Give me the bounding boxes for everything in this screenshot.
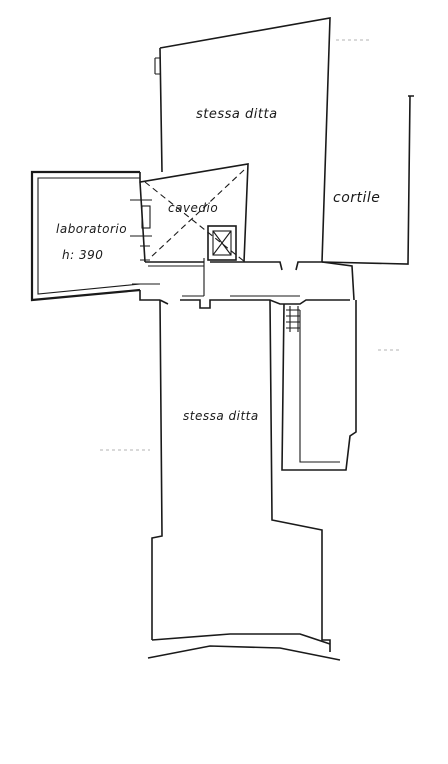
elevator-inner (212, 230, 232, 256)
wall-lower-right (269, 299, 331, 652)
room-label-stessa-ditta-bottom: stessa ditta (183, 409, 259, 423)
wall-lower-annex (281, 300, 357, 471)
wall-lower-left (151, 299, 169, 640)
wall-upper-notch (154, 57, 160, 75)
wall-upper-block (159, 17, 331, 263)
room-label-stessa-ditta-top: stessa ditta (196, 107, 278, 122)
elevator-x (212, 230, 232, 256)
room-label-cortile: cortile (333, 190, 381, 206)
wall-laboratorio-outer (30, 170, 141, 302)
room-label-cavedio: cavedio (168, 201, 219, 215)
wall-lower-annex-inner (299, 310, 340, 463)
wall-corridor-top-inner (148, 258, 205, 296)
fixture-window (141, 205, 151, 229)
wall-cortile (321, 95, 414, 265)
wall-corridor-bottom (139, 290, 350, 309)
fixture-ticks (130, 199, 152, 261)
room-height-label: h: 390 (62, 248, 104, 262)
wall-corridor-right (321, 261, 355, 301)
wall-bottom-edge (147, 633, 341, 661)
cavedio-cross-2 (149, 169, 245, 259)
stairs (286, 306, 300, 332)
cavedio-cross-1 (144, 181, 246, 263)
wall-laboratorio-inner (37, 177, 141, 295)
wall-corridor-mid (132, 283, 300, 297)
room-label-laboratorio: laboratorio (56, 222, 128, 236)
wall-corridor-top (145, 261, 322, 271)
elevator-shaft (207, 225, 237, 261)
